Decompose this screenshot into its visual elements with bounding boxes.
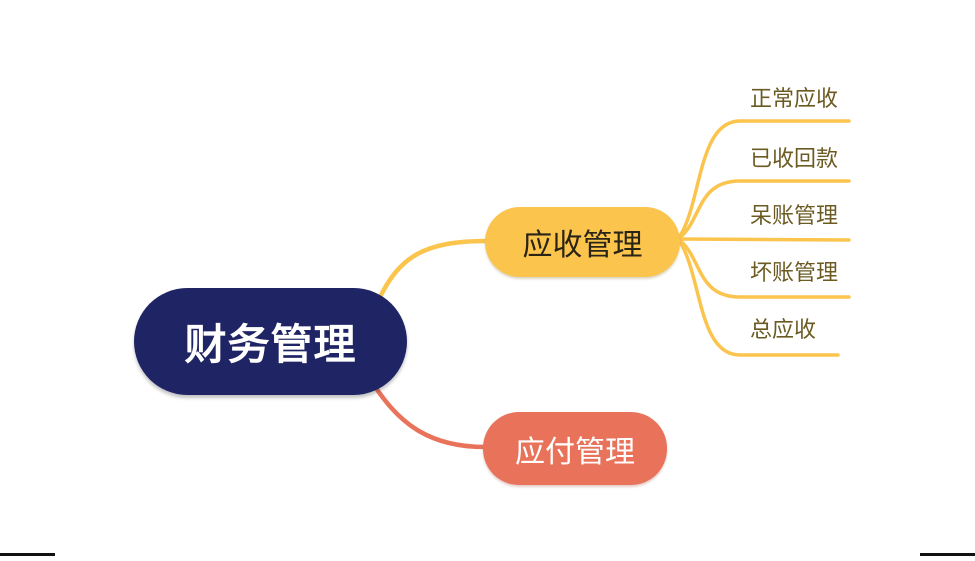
leaf-node-received-payments[interactable]: 已收回款 [750, 146, 839, 171]
leaf-node-bad-debt[interactable]: 坏账管理 [750, 260, 839, 285]
edge-root-to-payable [373, 385, 488, 450]
edge-receivable-to-total-receivable [676, 237, 840, 357]
edge-receivable-to-doubtful-accounts [676, 237, 851, 242]
window-edge-artifact-right [920, 553, 975, 556]
edge-receivable-to-bad-debt [676, 237, 851, 299]
branch-node-payable-management[interactable]: 应付管理 [483, 412, 667, 485]
leaf-node-normal-receivable[interactable]: 正常应收 [750, 86, 839, 111]
root-node-financial-management[interactable]: 财务管理 [134, 288, 407, 395]
window-edge-artifact-left [0, 553, 55, 556]
branch-node-receivable-management[interactable]: 应收管理 [485, 207, 680, 277]
edge-receivable-to-received-payments [676, 179, 851, 241]
edge-receivable-to-normal-receivable [676, 119, 851, 241]
edge-root-to-receivable [377, 238, 490, 300]
leaf-node-total-receivable[interactable]: 总应收 [750, 317, 817, 342]
leaf-node-doubtful-accounts[interactable]: 呆账管理 [750, 203, 839, 228]
